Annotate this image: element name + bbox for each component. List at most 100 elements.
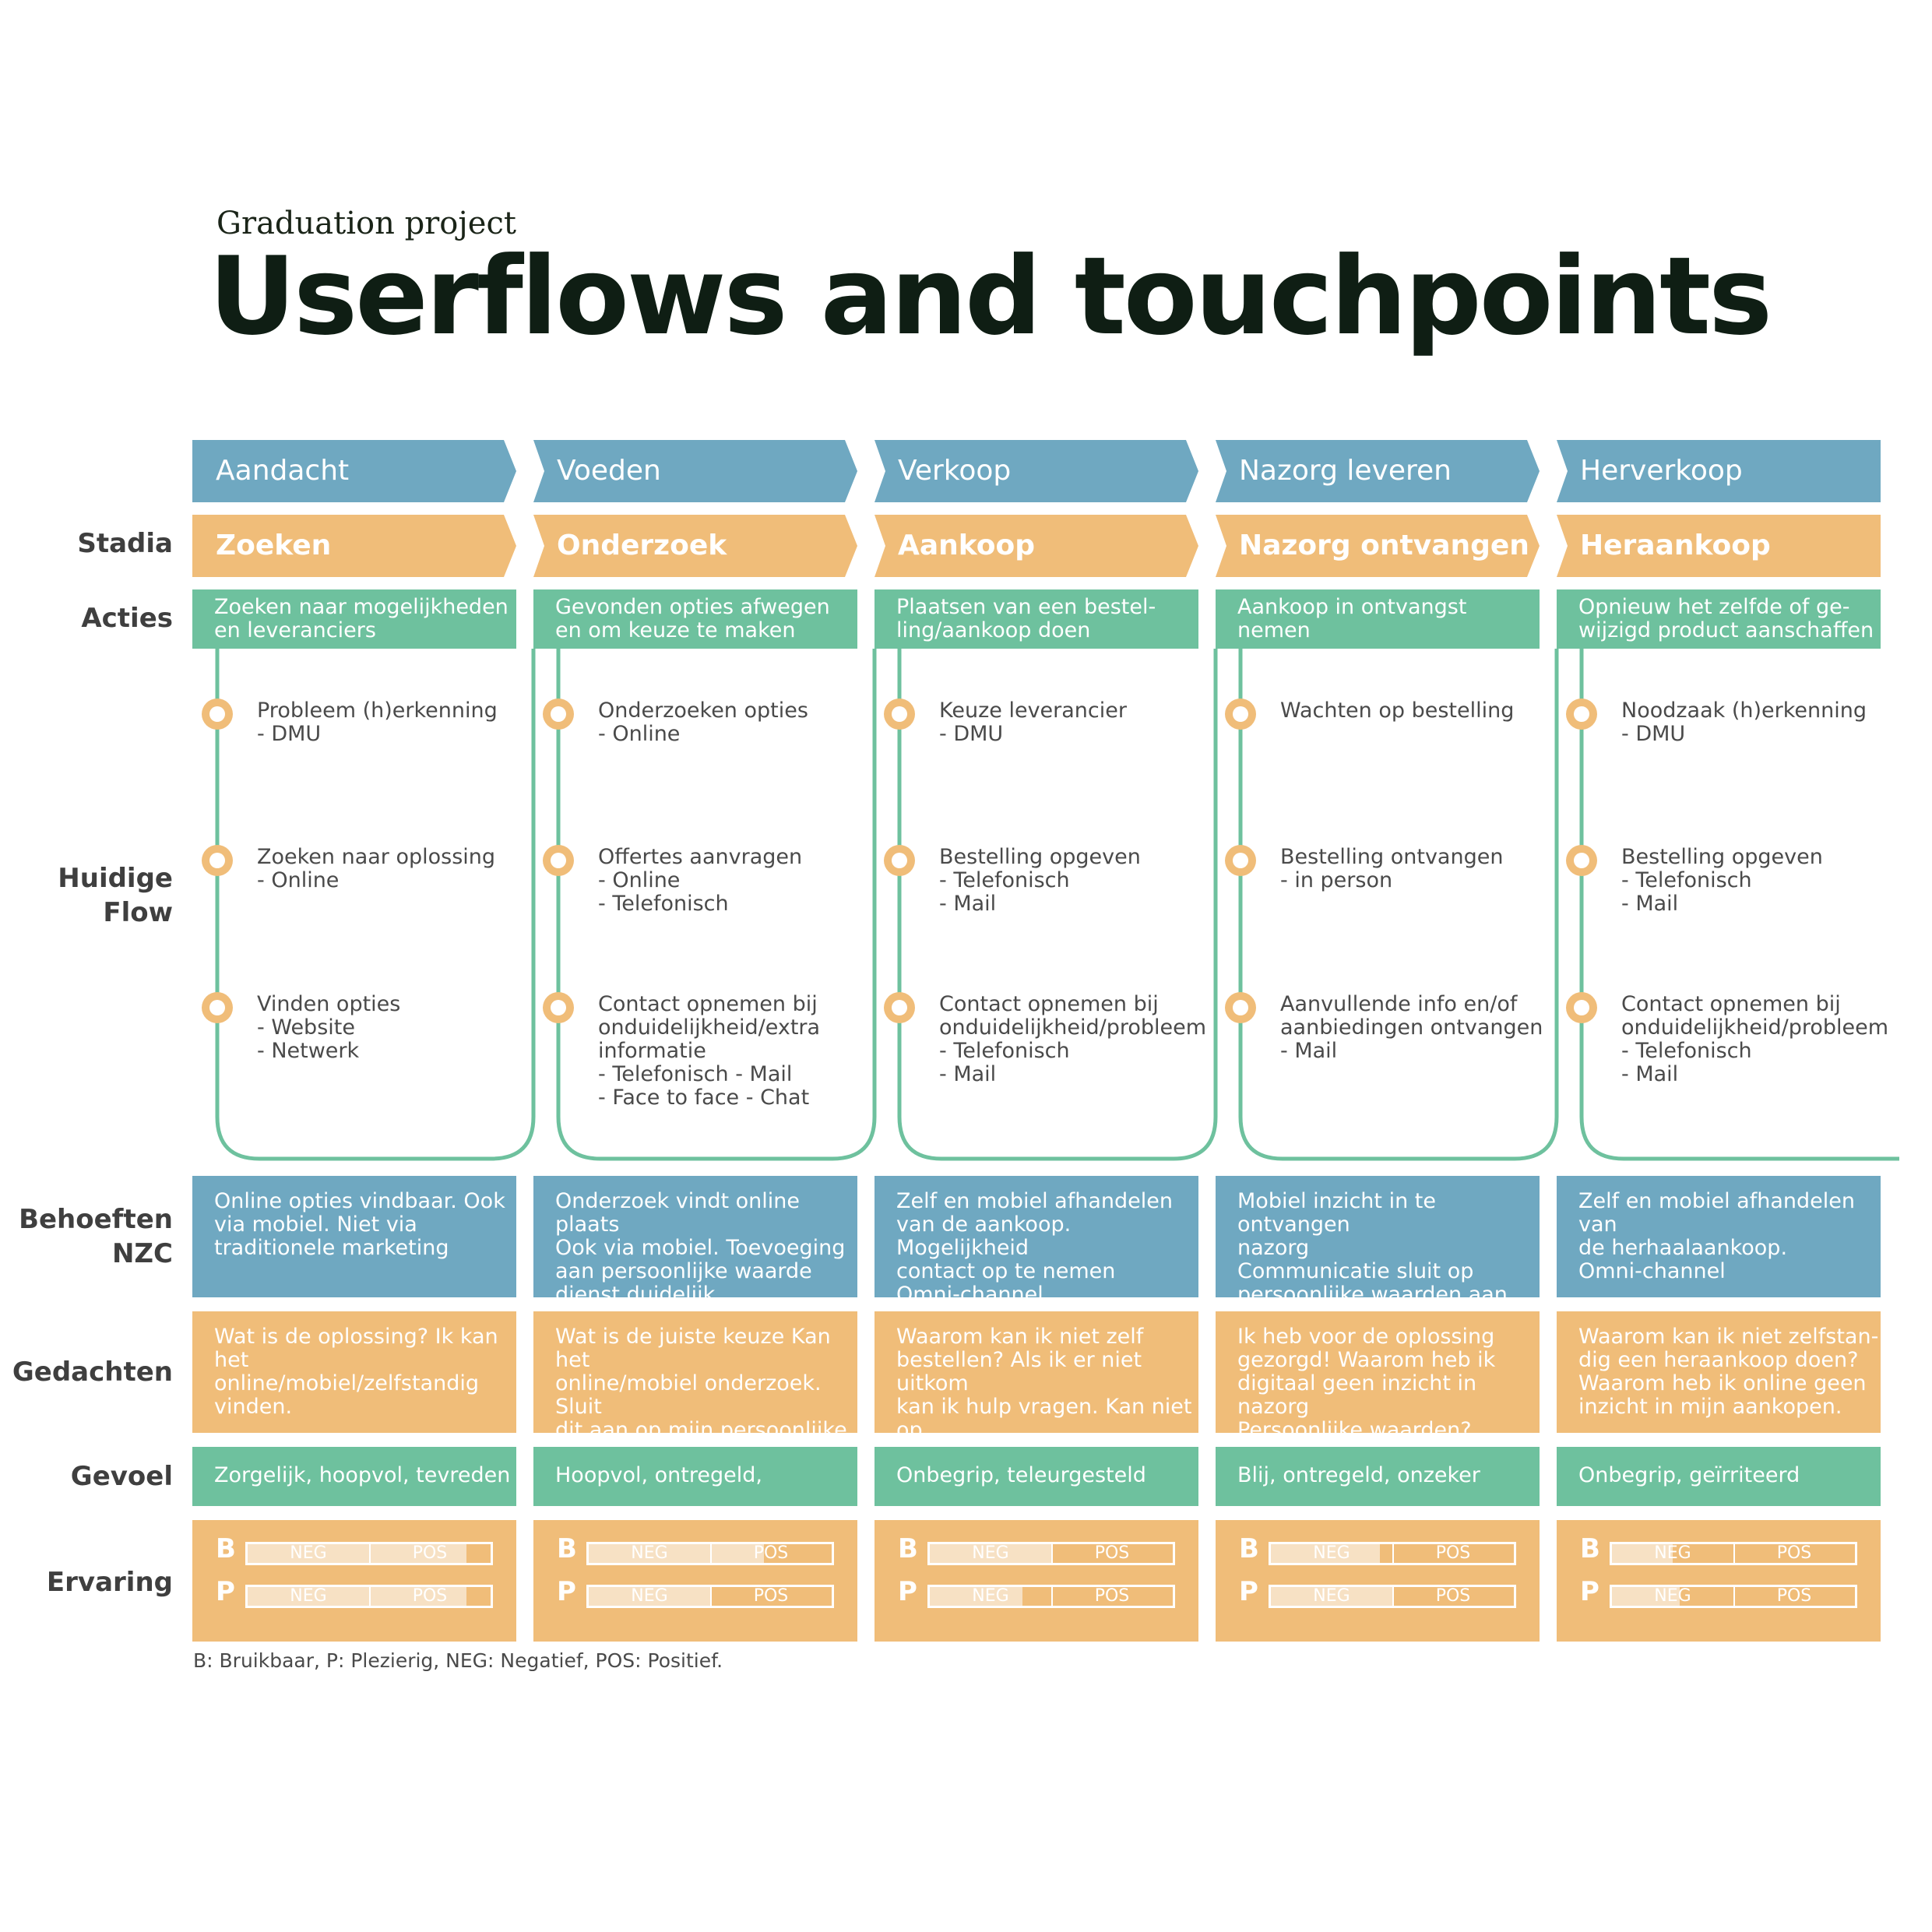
experience-pos-label: POS — [1094, 1543, 1130, 1563]
legend: B: Bruikbaar, P: Plezierig, NEG: Negatie… — [193, 1649, 723, 1672]
phase-chevron-shape — [1557, 440, 1881, 502]
thoughts-box: Wat is de juiste keuze Kan het online/mo… — [533, 1311, 857, 1433]
row-label-flow: Huidige Flow — [58, 863, 173, 929]
flow-line — [1579, 649, 1899, 1161]
feeling-box: Onbegrip, geïrriteerd — [1557, 1447, 1881, 1506]
experience-letter-p: P — [1239, 1576, 1258, 1607]
phase-chevron: Nazorg leveren — [1216, 440, 1540, 502]
needs-box: Zelf en mobiel afhandelen van de aankoop… — [875, 1176, 1198, 1297]
experience-fill-b — [930, 1544, 1051, 1563]
phase-chevron-shape — [1216, 440, 1540, 502]
experience-neg-label: NEG — [631, 1543, 668, 1563]
experience-pos-label: POS — [412, 1586, 448, 1606]
experience-fill-p — [589, 1587, 710, 1606]
stage-chevron-label: Zoeken — [216, 530, 332, 561]
experience-bar-p: NEG POS — [927, 1585, 1175, 1608]
phase-chevron: Aandacht — [192, 440, 516, 502]
experience-neg-label: NEG — [1313, 1543, 1350, 1563]
stage-chevron: Heraankoop — [1557, 515, 1881, 577]
thoughts-box: Wat is de oplossing? Ik kan het online/m… — [192, 1311, 516, 1433]
experience-neg-label: NEG — [972, 1586, 1009, 1606]
phase-chevron-label: Voeden — [557, 455, 661, 487]
experience-divider — [1051, 1544, 1053, 1563]
experience-divider — [1733, 1544, 1735, 1563]
experience-pos-label: POS — [753, 1586, 789, 1606]
stage-chevron-fill — [533, 515, 857, 577]
flow-node-inner — [551, 1000, 566, 1015]
flow-step: Contact opnemen bij onduidelijkheid/prob… — [1621, 992, 1889, 1086]
needs-box: Zelf en mobiel afhandelen van de herhaal… — [1557, 1176, 1881, 1297]
experience-bar-p: NEG POS — [586, 1585, 834, 1608]
experience-letter-b: B — [1580, 1533, 1600, 1564]
experience-fill-b — [248, 1544, 466, 1563]
experience-divider — [1392, 1587, 1394, 1606]
stage-chevron-shape — [1557, 515, 1881, 577]
flow-step: Zoeken naar oplossing - Online — [257, 845, 496, 892]
flow-step: Bestelling ontvangen - in person — [1280, 845, 1504, 892]
phase-chevron-shape — [875, 440, 1198, 502]
stage-chevron-shape — [1216, 515, 1540, 577]
experience-neg-label: NEG — [631, 1586, 668, 1606]
stage-chevron-label: Onderzoek — [557, 530, 727, 561]
flow-node-inner — [551, 706, 566, 722]
experience-pos-label: POS — [1094, 1586, 1130, 1606]
experience-fill-p — [1271, 1587, 1392, 1606]
action-box: Gevonden opties afwegen en om keuze te m… — [533, 589, 857, 649]
experience-fill-p — [930, 1587, 1022, 1606]
flow-node-inner — [892, 706, 907, 722]
experience-divider — [1733, 1587, 1735, 1606]
experience-pos-label: POS — [412, 1543, 448, 1563]
phase-chevron-fill — [1557, 440, 1881, 502]
stage-chevron: Zoeken — [192, 515, 516, 577]
row-label-gevoel: Gevoel — [70, 1461, 173, 1492]
action-box: Aankoop in ontvangst nemen — [1216, 589, 1540, 649]
experience-letter-b: B — [1239, 1533, 1259, 1564]
action-box: Opnieuw het zelfde of ge- wijzigd produc… — [1557, 589, 1881, 649]
experience-letter-p: P — [216, 1576, 235, 1607]
stage-chevron-label: Heraankoop — [1580, 530, 1771, 561]
flow-node-inner — [1574, 706, 1589, 722]
row-label-stadia: Stadia — [77, 528, 173, 559]
thoughts-box: Waarom kan ik niet zelf bestellen? Als i… — [875, 1311, 1198, 1433]
flow-step: Probleem (h)erkenning - DMU — [257, 699, 498, 746]
stage-chevron-label: Aankoop — [898, 530, 1035, 561]
feeling-box: Blij, ontregeld, onzeker — [1216, 1447, 1540, 1506]
phase-chevron-shape — [533, 440, 857, 502]
phase-chevron: Verkoop — [875, 440, 1198, 502]
experience-pos-label: POS — [1776, 1586, 1812, 1606]
phase-chevron-fill — [192, 440, 516, 502]
experience-divider — [710, 1587, 712, 1606]
needs-box: Onderzoek vindt online plaats Ook via mo… — [533, 1176, 857, 1297]
flow-node-inner — [551, 853, 566, 868]
flow-node-inner — [209, 706, 225, 722]
stage-chevron-label: Nazorg ontvangen — [1239, 530, 1529, 561]
flow-step: Onderzoeken opties - Online — [598, 699, 808, 746]
experience-fill-b — [1271, 1544, 1381, 1563]
flow-node-inner — [892, 1000, 907, 1015]
row-label-behoeften: Behoeften NZC — [19, 1204, 173, 1270]
phase-chevron-fill — [533, 440, 857, 502]
feeling-box: Zorgelijk, hoopvol, tevreden — [192, 1447, 516, 1506]
experience-letter-b: B — [216, 1533, 236, 1564]
flow-step: Wachten op bestelling — [1280, 699, 1515, 723]
flow-node-inner — [1233, 853, 1248, 868]
experience-pos-label: POS — [1435, 1586, 1471, 1606]
experience-letter-b: B — [557, 1533, 577, 1564]
flow-step: Contact opnemen bij onduidelijkheid/extr… — [598, 992, 821, 1110]
flow-step: Offertes aanvragen - Online - Telefonisc… — [598, 845, 803, 916]
flow-node-inner — [209, 1000, 225, 1015]
phase-chevron-fill — [875, 440, 1198, 502]
row-label-ervaring: Ervaring — [46, 1567, 173, 1598]
flow-line — [215, 649, 536, 1161]
phase-chevron-fill — [1216, 440, 1540, 502]
experience-divider — [1392, 1544, 1394, 1563]
experience-divider — [369, 1544, 371, 1563]
flow-line — [1238, 649, 1559, 1161]
